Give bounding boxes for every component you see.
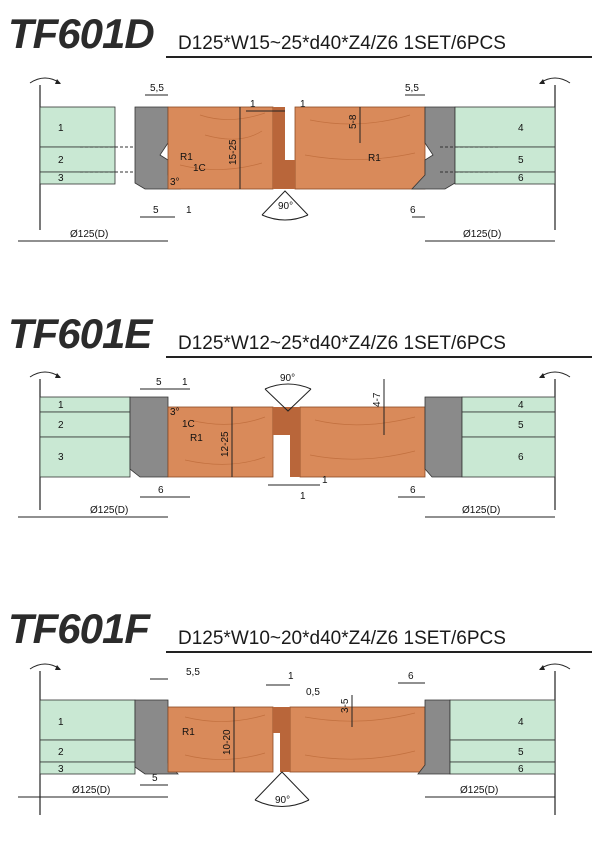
svg-text:90°: 90° bbox=[278, 201, 293, 212]
svg-text:2: 2 bbox=[58, 420, 64, 431]
svg-text:4: 4 bbox=[518, 400, 524, 411]
svg-text:2: 2 bbox=[58, 747, 64, 758]
svg-text:R1: R1 bbox=[368, 153, 381, 164]
svg-text:6: 6 bbox=[518, 452, 524, 463]
svg-text:1: 1 bbox=[250, 99, 256, 110]
section-header: TF601F D125*W10~20*d40*Z4/Z6 1SET/6PCS bbox=[8, 605, 600, 653]
svg-text:1: 1 bbox=[288, 671, 294, 682]
svg-text:12-25: 12-25 bbox=[220, 431, 231, 457]
model-title: TF601F bbox=[8, 605, 150, 652]
svg-text:1: 1 bbox=[322, 475, 328, 486]
left-cutter-stack: 1 2 3 bbox=[39, 106, 135, 185]
svg-text:R1: R1 bbox=[182, 727, 195, 738]
svg-text:6: 6 bbox=[410, 485, 416, 496]
section-tf601f: TF601F D125*W10~20*d40*Z4/Z6 1SET/6PCS 1… bbox=[0, 605, 600, 847]
right-blade bbox=[424, 396, 463, 478]
svg-text:1C: 1C bbox=[182, 419, 195, 430]
svg-text:5: 5 bbox=[518, 420, 524, 431]
right-cutter-stack: 4 5 6 bbox=[440, 106, 556, 185]
svg-text:15-25: 15-25 bbox=[228, 139, 239, 165]
svg-text:Ø125(D): Ø125(D) bbox=[90, 505, 128, 516]
rotation-arrow-icon bbox=[29, 663, 61, 670]
right-blade bbox=[417, 699, 451, 775]
svg-text:3-5: 3-5 bbox=[340, 698, 351, 713]
section-tf601e: TF601E D125*W12~25*d40*Z4/Z6 1SET/6PCS 1… bbox=[0, 310, 600, 570]
svg-text:Ø125(D): Ø125(D) bbox=[460, 785, 498, 796]
svg-text:R1: R1 bbox=[190, 433, 203, 444]
cutter-label: 3 bbox=[58, 173, 64, 184]
svg-text:5,5: 5,5 bbox=[405, 83, 419, 94]
section-header: TF601E D125*W12~25*d40*Z4/Z6 1SET/6PCS bbox=[8, 310, 600, 358]
svg-text:4: 4 bbox=[518, 717, 524, 728]
rotation-arrow-icon bbox=[539, 663, 571, 670]
svg-text:1: 1 bbox=[58, 400, 64, 411]
left-cutter-stack: 1 2 3 bbox=[39, 699, 136, 775]
svg-text:3°: 3° bbox=[170, 177, 180, 188]
svg-text:6: 6 bbox=[158, 485, 164, 496]
svg-text:1: 1 bbox=[182, 377, 188, 388]
svg-text:5-8: 5-8 bbox=[348, 114, 359, 129]
svg-text:10-20: 10-20 bbox=[222, 729, 233, 755]
svg-text:1C: 1C bbox=[193, 163, 206, 174]
model-title: TF601E bbox=[8, 310, 152, 357]
rotation-arrow-icon bbox=[29, 77, 61, 84]
rotation-arrow-icon bbox=[29, 371, 61, 378]
svg-text:Ø125(D): Ø125(D) bbox=[72, 785, 110, 796]
rotation-arrow-icon bbox=[539, 371, 571, 378]
cutter-diagram: 1 2 3 4 5 6 5,5 5,5 bbox=[18, 77, 571, 242]
svg-text:5: 5 bbox=[518, 747, 524, 758]
svg-text:5: 5 bbox=[152, 773, 158, 784]
cutter-diagram: 1 2 3 4 5 6 5,5 1 0,5 3-5 6 R1 10 bbox=[18, 663, 571, 815]
spec-text: D125*W10~20*d40*Z4/Z6 1SET/6PCS bbox=[178, 628, 506, 649]
svg-text:6: 6 bbox=[408, 671, 414, 682]
svg-text:3: 3 bbox=[58, 764, 64, 775]
svg-text:1: 1 bbox=[58, 717, 64, 728]
section-header: TF601D D125*W15~25*d40*Z4/Z6 1SET/6PCS bbox=[8, 10, 600, 58]
workpiece bbox=[167, 106, 426, 190]
left-blade bbox=[134, 699, 179, 775]
svg-text:5,5: 5,5 bbox=[150, 83, 164, 94]
right-cutter-stack: 4 5 6 bbox=[449, 699, 556, 775]
spec-underline bbox=[166, 56, 592, 58]
cutter-diagram: 1 2 3 4 5 6 5 1 3° 1C R1 90° 12-25 bbox=[18, 371, 571, 518]
left-blade bbox=[129, 396, 169, 478]
spec-text: D125*W12~25*d40*Z4/Z6 1SET/6PCS bbox=[178, 333, 506, 354]
section-tf601d: TF601D D125*W15~25*d40*Z4/Z6 1SET/6PCS 1… bbox=[0, 10, 600, 270]
svg-text:4-7: 4-7 bbox=[372, 392, 383, 407]
rotation-arrow-icon bbox=[539, 77, 571, 84]
spec-text: D125*W15~25*d40*Z4/Z6 1SET/6PCS bbox=[178, 33, 506, 54]
svg-text:Ø125(D): Ø125(D) bbox=[70, 229, 108, 240]
cutter-label: 4 bbox=[518, 123, 524, 134]
svg-text:6: 6 bbox=[518, 764, 524, 775]
svg-text:5: 5 bbox=[156, 377, 162, 388]
svg-text:1: 1 bbox=[300, 491, 306, 502]
svg-text:Ø125(D): Ø125(D) bbox=[463, 229, 501, 240]
workpiece bbox=[167, 406, 426, 478]
workpiece bbox=[167, 706, 426, 773]
svg-text:5: 5 bbox=[153, 205, 159, 216]
spec-underline bbox=[166, 651, 592, 653]
svg-text:1: 1 bbox=[300, 99, 306, 110]
cutter-label: 6 bbox=[518, 173, 524, 184]
svg-text:0,5: 0,5 bbox=[306, 687, 320, 698]
cutter-label: 1 bbox=[58, 123, 64, 134]
svg-text:3: 3 bbox=[58, 452, 64, 463]
svg-text:90°: 90° bbox=[280, 373, 295, 384]
svg-text:Ø125(D): Ø125(D) bbox=[462, 505, 500, 516]
right-cutter-stack: 4 5 6 bbox=[461, 396, 556, 478]
svg-text:90°: 90° bbox=[275, 795, 290, 806]
svg-text:3°: 3° bbox=[170, 407, 180, 418]
svg-text:1: 1 bbox=[186, 205, 192, 216]
svg-text:R1: R1 bbox=[180, 152, 193, 163]
left-cutter-stack: 1 2 3 bbox=[39, 396, 131, 478]
model-title: TF601D bbox=[8, 10, 155, 57]
cutter-label: 2 bbox=[58, 155, 64, 166]
svg-text:5,5: 5,5 bbox=[186, 667, 200, 678]
cutter-label: 5 bbox=[518, 155, 524, 166]
spec-underline bbox=[166, 356, 592, 358]
svg-text:6: 6 bbox=[410, 205, 416, 216]
